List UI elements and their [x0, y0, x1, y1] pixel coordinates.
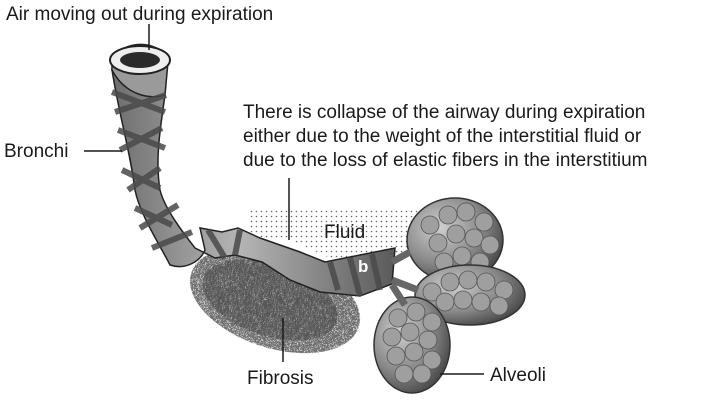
description-line-3: due to the loss of elastic fibers in the…	[243, 150, 647, 171]
alveoli-cluster-lower	[374, 297, 450, 393]
fibrosis-label: Fibrosis	[247, 368, 314, 389]
description-line-1: There is collapse of the airway during e…	[243, 102, 645, 123]
fluid-label: Fluid	[324, 222, 365, 243]
marker-b: b	[358, 257, 368, 276]
bronchi-label: Bronchi	[4, 141, 68, 162]
description-line-2: either due to the weight of the intersti…	[243, 126, 642, 147]
title-label: Air moving out during expiration	[6, 4, 273, 25]
alveoli-label: Alveoli	[490, 365, 546, 386]
marker-a: a	[224, 209, 234, 228]
